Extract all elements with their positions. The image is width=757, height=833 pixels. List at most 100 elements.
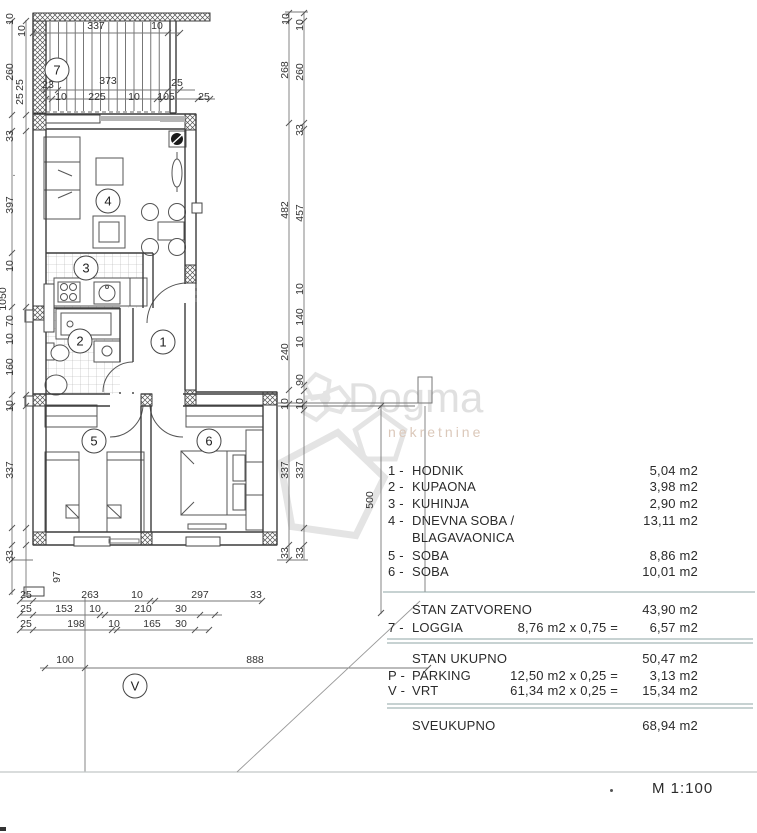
dimension-lines: [0, 9, 757, 773]
total-label: SVEUKUPNO: [412, 718, 496, 733]
svg-text:105: 105: [157, 91, 175, 103]
svg-text:3: 3: [82, 261, 89, 276]
svg-text:10: 10: [4, 260, 16, 272]
room-area: 5,04 m2: [649, 463, 698, 478]
svg-text:30: 30: [175, 618, 187, 630]
svg-text:260: 260: [294, 63, 306, 81]
room-name: HODNIK: [412, 463, 464, 478]
svg-text:33: 33: [294, 547, 306, 559]
scale-note: M 1:100: [652, 780, 714, 797]
room-name: KUPAONA: [412, 479, 477, 494]
room-area: 6,57 m2: [649, 620, 698, 635]
svg-text:10: 10: [151, 20, 163, 32]
summary-label: STAN ZATVORENO: [412, 602, 533, 617]
svg-text:25: 25: [20, 603, 32, 615]
svg-text:397: 397: [4, 196, 16, 214]
svg-text:23: 23: [42, 79, 54, 91]
svg-text:4: 4: [104, 194, 111, 209]
svg-text:2: 2: [76, 334, 83, 349]
svg-text:10: 10: [55, 91, 67, 103]
room-number: 5 -: [388, 548, 404, 563]
walls: [23, 12, 433, 597]
svg-text:6: 6: [205, 434, 212, 449]
svg-text:V: V: [131, 679, 140, 694]
room-name: SOBA: [412, 564, 449, 579]
svg-text:240: 240: [279, 343, 291, 361]
room-name: SOBA: [412, 548, 449, 563]
svg-text:10: 10: [128, 91, 140, 103]
svg-text:888: 888: [246, 654, 264, 666]
svg-text:30: 30: [175, 603, 187, 615]
svg-text:268: 268: [279, 61, 291, 79]
summary-area: 50,47 m2: [642, 651, 698, 666]
svg-text:10: 10: [4, 400, 16, 412]
legend-row-stan-zatvoreno: STAN ZATVORENO 43,90 m2: [380, 602, 698, 618]
svg-text:165: 165: [143, 618, 161, 630]
room-number: 3 -: [388, 496, 404, 511]
svg-text:25: 25: [20, 589, 32, 601]
summary-label: STAN UKUPNO: [412, 651, 508, 666]
room-number: 4 -: [388, 513, 404, 528]
svg-text:90: 90: [294, 374, 306, 386]
scan-edge-artifact: [0, 827, 6, 831]
svg-text:33: 33: [279, 547, 291, 559]
legend-row-hodnik: 1 - HODNIK 5,04 m2: [380, 463, 698, 479]
room-area: 3,13 m2: [649, 668, 698, 683]
room-area: 13,11 m2: [643, 513, 698, 528]
svg-text:260: 260: [4, 63, 16, 81]
svg-text:457: 457: [294, 204, 306, 222]
svg-text:97: 97: [51, 571, 63, 583]
svg-text:70: 70: [4, 315, 16, 327]
room-area: 3,98 m2: [649, 479, 698, 494]
area-formula: 12,50 m2 x 0,25 =: [510, 668, 618, 683]
area-formula: 8,76 m2 x 0,75 =: [517, 620, 618, 635]
furniture: [27, 118, 264, 594]
svg-text:1050: 1050: [0, 287, 9, 311]
svg-text:10: 10: [280, 13, 292, 25]
svg-text:10: 10: [279, 398, 291, 410]
svg-text:100: 100: [56, 654, 74, 666]
legend-row-blagavaonica: BLAGAVAONICA: [380, 530, 698, 546]
svg-text:25: 25: [171, 77, 183, 89]
svg-text:10: 10: [16, 25, 28, 37]
svg-text:10: 10: [89, 603, 101, 615]
room-number: 2 -: [388, 479, 404, 494]
room-area: 10,01 m2: [642, 564, 698, 579]
total-area: 68,94 m2: [642, 718, 698, 733]
svg-text:373: 373: [99, 75, 117, 87]
legend-row-stan-ukupno: STAN UKUPNO 50,47 m2: [380, 651, 698, 667]
svg-text:198: 198: [67, 618, 85, 630]
room-name: LOGGIA: [412, 620, 464, 635]
svg-text:337: 337: [279, 461, 291, 479]
svg-text:337: 337: [87, 20, 105, 32]
svg-text:10: 10: [108, 618, 120, 630]
svg-text:140: 140: [294, 308, 306, 326]
room-name-line2: BLAGAVAONICA: [412, 530, 515, 545]
room-name: PARKING: [412, 668, 471, 683]
room-name: DNEVNA SOBA /: [412, 513, 515, 528]
svg-text:160: 160: [4, 358, 16, 376]
svg-text:225: 225: [88, 91, 106, 103]
room-area: 8,86 m2: [649, 548, 698, 563]
legend-row-loggia: 7 - LOGGIA 8,76 m2 x 0,75 = 6,57 m2: [380, 620, 698, 636]
room-number: V -: [388, 683, 406, 698]
legend-row-dnevna-soba: 4 - DNEVNA SOBA / 13,11 m2: [380, 513, 698, 529]
svg-text:337: 337: [294, 461, 306, 479]
legend-row-vrt: V - VRT 61,34 m2 x 0,25 = 15,34 m2: [380, 683, 698, 699]
svg-text:482: 482: [279, 201, 291, 219]
room-number: 1 -: [388, 463, 404, 478]
svg-text:5: 5: [90, 434, 97, 449]
svg-text:7: 7: [53, 63, 60, 78]
room-number: 7 -: [388, 620, 404, 635]
room-number: P -: [388, 668, 405, 683]
svg-text:263: 263: [81, 589, 99, 601]
legend-row-parking: P - PARKING 12,50 m2 x 0,25 = 3,13 m2: [380, 668, 698, 684]
room-number: 6 -: [388, 564, 404, 579]
svg-text:·: ·: [12, 169, 16, 181]
svg-text:10: 10: [294, 398, 306, 410]
svg-text:500: 500: [364, 491, 376, 509]
svg-text:25: 25: [198, 91, 210, 103]
